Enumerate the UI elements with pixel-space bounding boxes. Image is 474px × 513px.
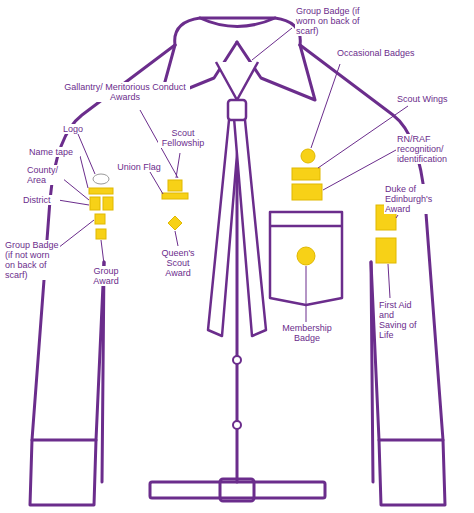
- callout-label: Name tape: [28, 147, 80, 157]
- callout-label: Group Badge (if worn on back of scarf): [295, 6, 377, 36]
- callout-label: Membership Badge: [280, 323, 334, 343]
- callout-label: Scout Fellowship: [158, 128, 208, 148]
- callout-label: County/ Area: [26, 165, 64, 185]
- callout-label: Group Award: [86, 266, 126, 286]
- callout-label: Gallantry/ Meritorious Conduct Awards: [60, 82, 190, 102]
- callout-label: Occasional Badges: [336, 48, 416, 58]
- callout-label: District: [22, 195, 60, 205]
- callout-label: Duke of Edinburgh's Award: [384, 184, 446, 214]
- callout-label: First Aid and Saving of Life: [378, 300, 420, 340]
- callout-label: Logo: [62, 124, 92, 134]
- callout-label: Union Flag: [114, 162, 164, 172]
- callout-label: Queen's Scout Award: [156, 248, 200, 278]
- callout-label: Group Badge (if not worn on back of scar…: [4, 240, 60, 280]
- callout-label: RN/RAF recognition/ identification: [396, 134, 466, 164]
- callout-label: Scout Wings: [396, 94, 456, 104]
